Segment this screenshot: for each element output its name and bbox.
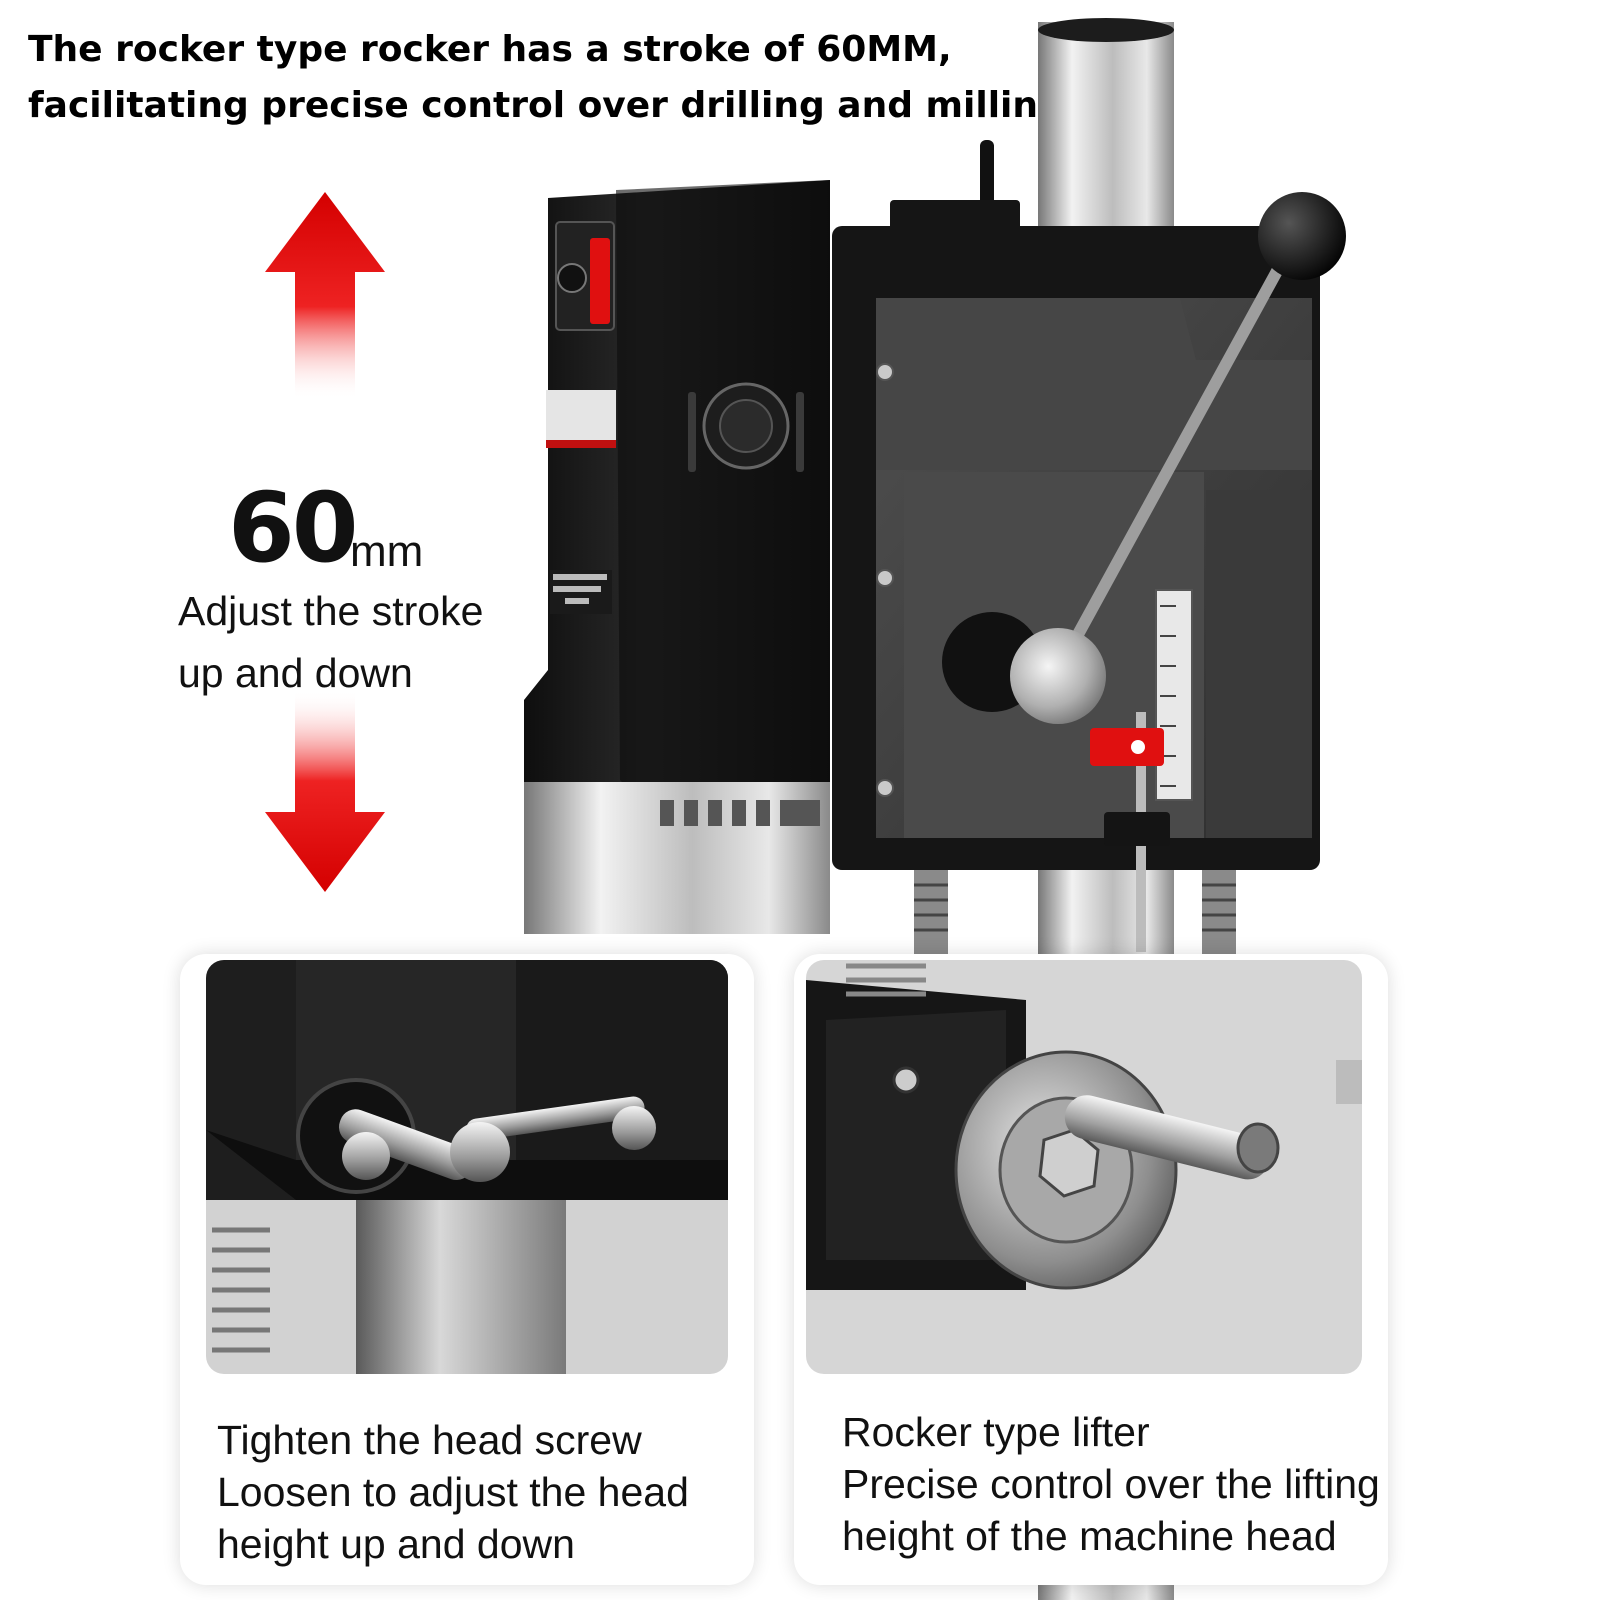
head-screw-caption: Tighten the head screw Loosen to adjust … — [217, 1414, 689, 1570]
rocker-lifter-caption: Rocker type lifter Precise control over … — [842, 1406, 1380, 1562]
stroke-value: 60 — [228, 472, 359, 584]
stroke-desc-line-2: up and down — [178, 650, 413, 696]
stroke-desc-line-1: Adjust the stroke — [178, 588, 484, 634]
head-screw-detail-image — [206, 960, 728, 1374]
head-screw-caption-line-2: Loosen to adjust the head — [217, 1469, 689, 1515]
head-screw-caption-line-1: Tighten the head screw — [217, 1417, 642, 1463]
rocker-lifter-caption-line-3: height of the machine head — [842, 1513, 1337, 1559]
rocker-lifter-caption-line-2: Precise control over the lifting — [842, 1461, 1380, 1507]
stroke-unit: mm — [350, 527, 424, 576]
head-screw-caption-line-3: height up and down — [217, 1521, 575, 1567]
headline: The rocker type rocker has a stroke of 6… — [28, 22, 1108, 134]
rocker-lifter-detail-image — [806, 960, 1362, 1374]
stroke-description: Adjust the stroke up and down — [178, 580, 483, 704]
headline-line-1: The rocker type rocker has a stroke of 6… — [28, 29, 952, 70]
rocker-lifter-caption-line-1: Rocker type lifter — [842, 1409, 1150, 1455]
headline-line-2: facilitating precise control over drilli… — [28, 85, 1078, 126]
